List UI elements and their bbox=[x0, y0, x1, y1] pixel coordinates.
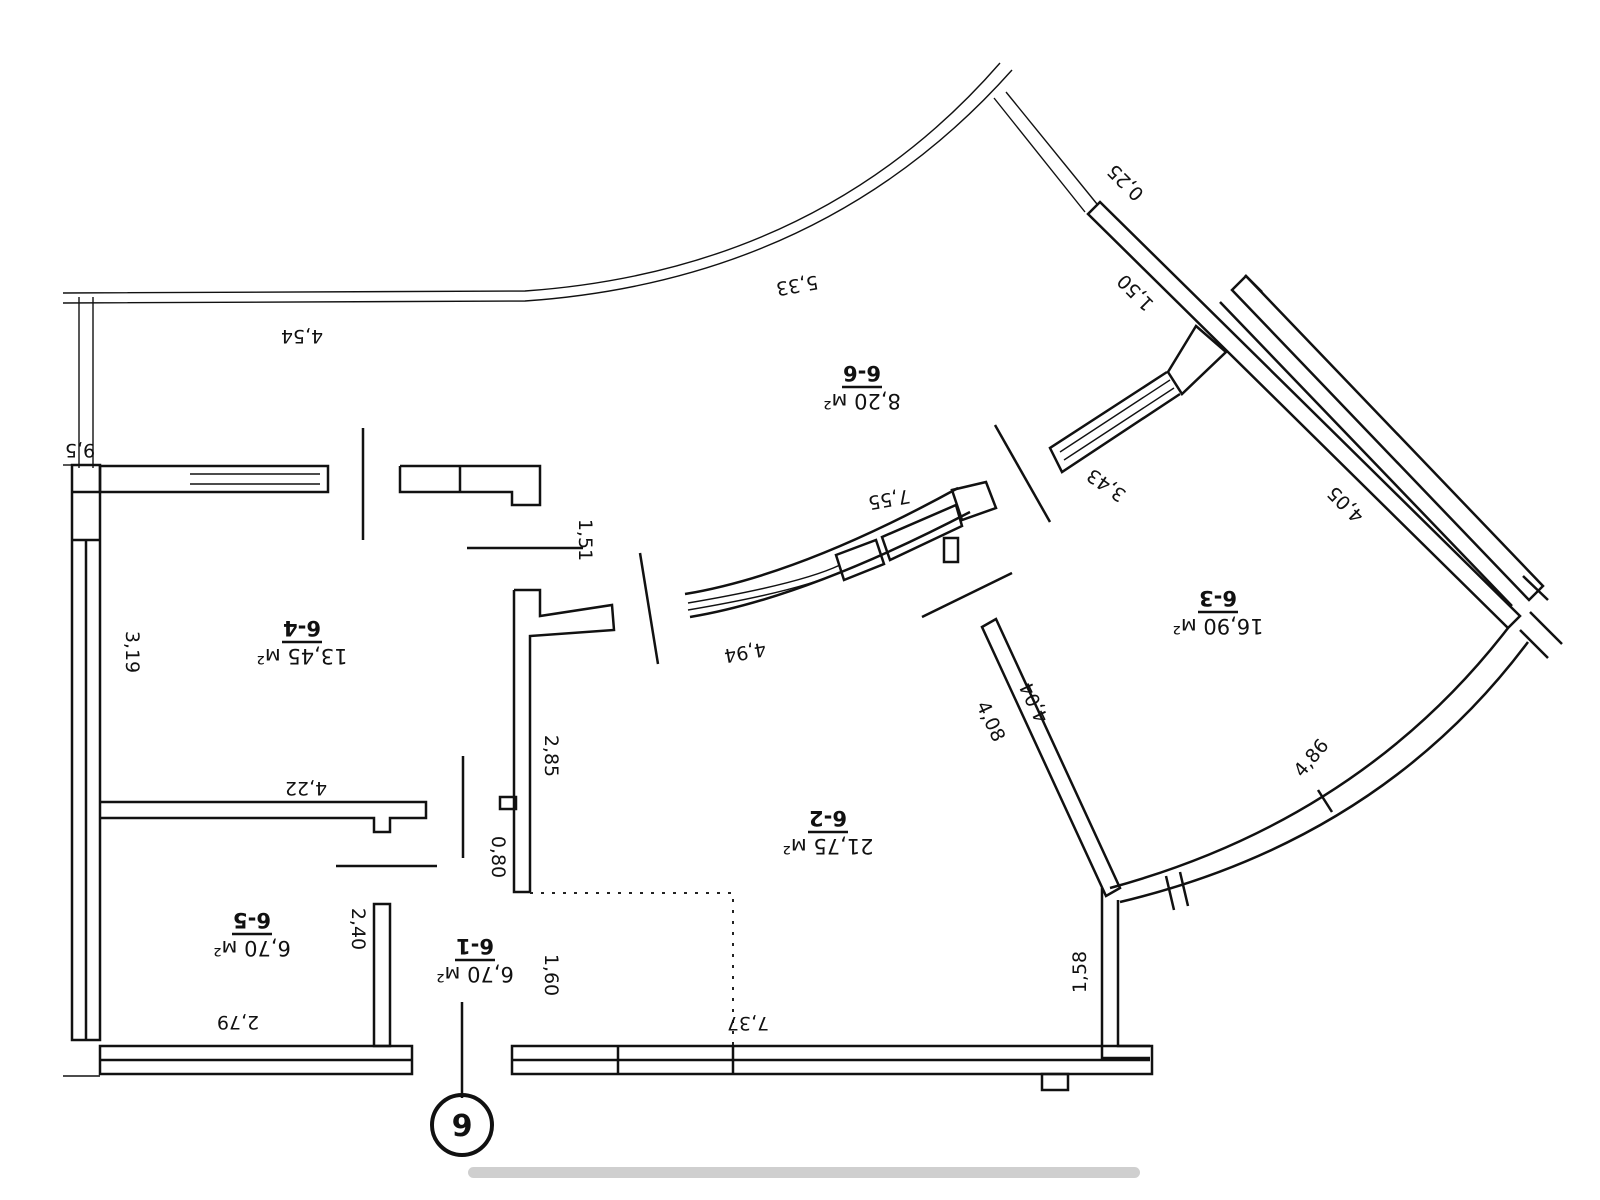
partitions bbox=[72, 324, 1228, 1098]
dim-4-08: 4,08 bbox=[972, 698, 1010, 746]
room-area: 6,70 м² bbox=[436, 962, 514, 986]
dim-1-51: 1,51 bbox=[574, 519, 596, 561]
dim-2-40: 2,40 bbox=[347, 908, 369, 950]
west-wall bbox=[63, 297, 102, 1077]
room-area: 16,90 м² bbox=[1172, 614, 1263, 638]
axis-marker: 6 bbox=[430, 1093, 494, 1157]
dim-4-04: 4,04 bbox=[1016, 679, 1054, 727]
room-6-5-label: 6,70 м² 6-5 bbox=[213, 908, 291, 960]
dim-5-33: 5,33 bbox=[774, 270, 819, 299]
dim-7-37: 7,37 bbox=[727, 1012, 769, 1034]
dim-7-55: 7,55 bbox=[866, 484, 911, 513]
dim-4-22: 4,22 bbox=[285, 777, 327, 799]
room-area: 21,75 м² bbox=[782, 834, 873, 858]
room-6-2-label: 21,75 м² 6-2 bbox=[782, 806, 873, 858]
room-id: 6-4 bbox=[283, 616, 321, 640]
room-area: 8,20 м² bbox=[823, 389, 901, 413]
horizontal-scrollbar[interactable] bbox=[468, 1167, 1140, 1178]
south-wall bbox=[98, 888, 1154, 1092]
dimension-labels: 0,25 1,50 5,33 4,54 9,5 3,19 1,51 7,55 4… bbox=[65, 160, 1369, 1034]
axis-marker-label: 6 bbox=[452, 1106, 473, 1141]
dim-4-05: 4,05 bbox=[1323, 482, 1368, 527]
room-6-6-label: 8,20 м² 6-6 bbox=[823, 361, 901, 413]
dim-3-19: 3,19 bbox=[121, 631, 143, 673]
dim-4-86: 4,86 bbox=[1289, 735, 1333, 782]
dim-1-58: 1,58 bbox=[1069, 951, 1091, 993]
room-area: 6,70 м² bbox=[213, 936, 291, 960]
dim-4-54: 4,54 bbox=[281, 325, 323, 347]
dim-4-94: 4,94 bbox=[722, 637, 767, 666]
room-6-1-label: 6,70 м² 6-1 bbox=[436, 934, 514, 986]
dim-3-43: 3,43 bbox=[1083, 464, 1130, 506]
dim-9-5: 9,5 bbox=[65, 439, 95, 461]
room-id: 6-1 bbox=[456, 934, 494, 958]
dim-0-25: 0,25 bbox=[1103, 160, 1148, 205]
north-wall bbox=[62, 62, 1013, 304]
room-id: 6-5 bbox=[233, 908, 271, 932]
room-6-4-label: 13,45 м² 6-4 bbox=[256, 616, 347, 668]
dim-1-60: 1,60 bbox=[540, 954, 562, 996]
dim-2-79: 2,79 bbox=[217, 1011, 259, 1033]
room-6-3-label: 16,90 м² 6-3 bbox=[1172, 586, 1263, 638]
dim-0-80: 0,80 bbox=[487, 836, 509, 878]
southeast-wall bbox=[1109, 627, 1530, 911]
room-id: 6-2 bbox=[809, 806, 847, 830]
room-id: 6-3 bbox=[1199, 586, 1237, 610]
dim-2-85: 2,85 bbox=[540, 735, 562, 777]
room-id: 6-6 bbox=[843, 361, 881, 385]
room-area: 13,45 м² bbox=[256, 644, 347, 668]
northeast-wall bbox=[993, 91, 1563, 659]
